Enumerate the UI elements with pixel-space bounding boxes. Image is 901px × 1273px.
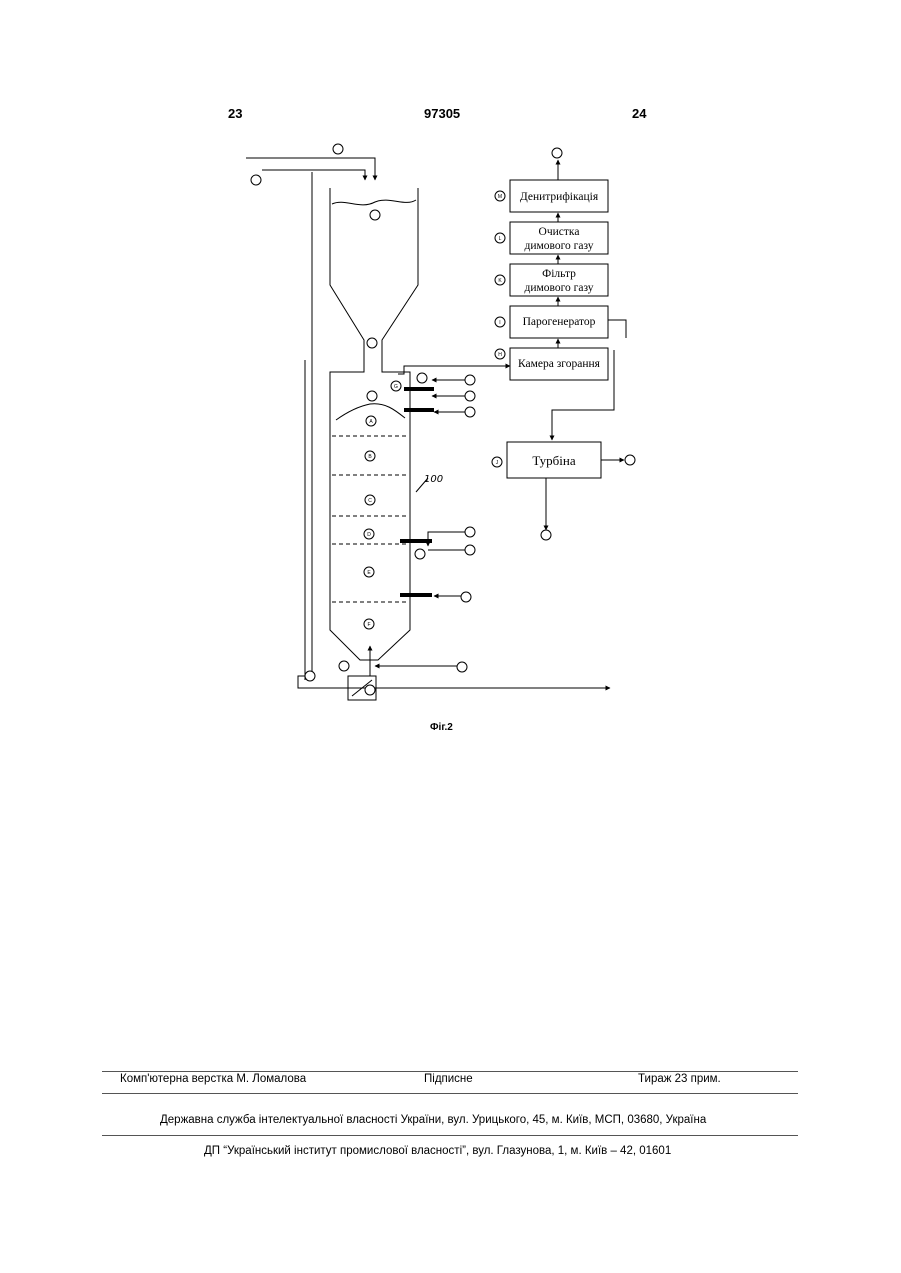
footer-rule-1 — [102, 1071, 798, 1072]
zone-c-label: C — [368, 498, 372, 504]
footer-signed: Підписне — [424, 1073, 473, 1085]
footer-rule-3 — [102, 1135, 798, 1136]
footer-layout: Комп'ютерна верстка М. Ломалова — [120, 1073, 306, 1085]
box-combustion-chamber: Камера згорання — [518, 358, 601, 370]
footer-institute-address: ДП “Український інститут промислової вла… — [204, 1145, 671, 1157]
box-steam-generator: Парогенератор — [523, 316, 596, 328]
marker-gas-cleaning: L — [499, 236, 502, 242]
marker-steam-generator: I — [499, 320, 500, 326]
box-gas-filter-line1: Фільтр — [542, 268, 576, 280]
zone-f-label: F — [367, 622, 370, 628]
figure-caption: Фіг.2 — [430, 722, 453, 733]
box-gas-cleaning-line2: димового газу — [524, 240, 593, 252]
process-diagram: M L K I H J G A B C D E F Денитрифікація… — [0, 0, 901, 760]
marker-combustion: H — [498, 352, 502, 358]
box-gas-cleaning-line1: Очистка — [539, 226, 580, 238]
box-gas-filter-line2: димового газу — [524, 282, 593, 294]
box-denitrification: Денитрифікація — [520, 191, 599, 203]
marker-denitrification: M — [498, 194, 502, 200]
footer-rule-2 — [102, 1093, 798, 1094]
zone-d-label: D — [367, 532, 371, 538]
footer-circulation: Тираж 23 прим. — [638, 1073, 721, 1085]
footer-service-address: Державна служба інтелектуальної власност… — [160, 1114, 706, 1126]
box-turbine: Турбіна — [532, 453, 575, 468]
zone-g-label: G — [394, 384, 398, 390]
reactor-label: 100 — [424, 474, 443, 485]
